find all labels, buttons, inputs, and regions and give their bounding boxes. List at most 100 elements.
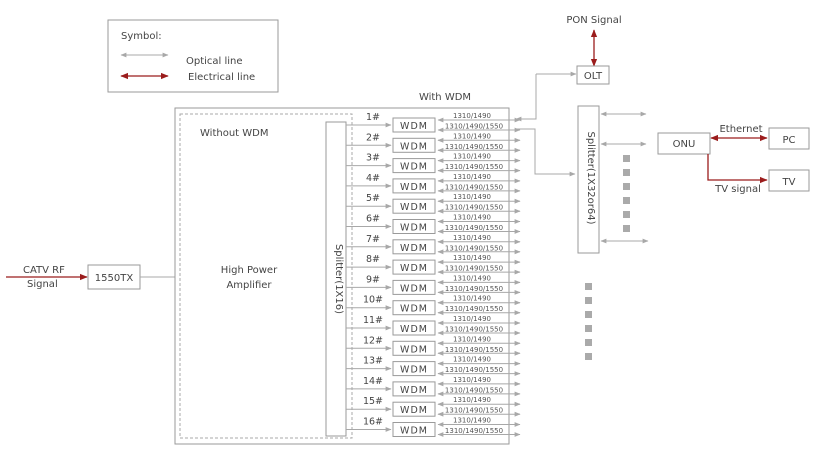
upper-wavelength-label: 1310/1490 [453, 234, 491, 242]
tx-1550-label: 1550TX [95, 273, 134, 284]
wdm-label: WDM [400, 202, 428, 213]
wdm-box [392, 178, 436, 194]
ellipsis-dot [585, 311, 592, 318]
upper-wavelength-label: 1310/1490 [453, 153, 491, 161]
legend-title: Symbol: [121, 31, 162, 42]
without-wdm-dashed-box [179, 113, 353, 439]
splitter-1x32-64-label: Splitter(1X32or64) [585, 131, 596, 224]
upper-wavelength-label: 1310/1490 [453, 376, 491, 384]
port-label: 12# [363, 335, 383, 346]
lower-wavelength-label: 1310/1490/1550 [445, 265, 503, 273]
wdm-label: WDM [400, 324, 428, 335]
wdm-box [392, 117, 436, 133]
olt-box [576, 65, 610, 85]
lower-wavelength-label: 1310/1490/1550 [445, 386, 503, 394]
pon-splitter-ellipsis [623, 155, 630, 232]
port-row: 4# WDM 1310/1490 1310/1490/1550 [346, 173, 521, 194]
port-label: 7# [366, 234, 380, 245]
electrical-line-label: Electrical line [188, 72, 255, 83]
ellipsis-dot [623, 169, 630, 176]
port-label: 15# [363, 396, 383, 407]
port-label: 11# [363, 315, 383, 326]
ellipsis-dot [585, 353, 592, 360]
ellipsis-dot [623, 155, 630, 162]
wdm-box [392, 320, 436, 336]
upper-wavelength-label: 1310/1490 [453, 274, 491, 282]
splitter-1x16-box [325, 121, 347, 437]
wdm-label: WDM [400, 344, 428, 355]
optical-line-label: Optical line [186, 56, 243, 67]
wdm-label: WDM [400, 121, 428, 132]
amplifier-label-line1: High Power [221, 265, 278, 276]
wdm-box [392, 381, 436, 397]
splitter-1x16-label: Splitter(1X16) [333, 244, 344, 314]
wdm-box [392, 137, 436, 153]
pon-splitter-section: Splitter(1X32or64) [577, 105, 649, 360]
onu-section: ONU Ethernet PC TV signal TV [657, 124, 810, 195]
olt-label: OLT [584, 71, 603, 82]
catv-rf-label-line1: CATV RF [23, 265, 65, 276]
ellipsis-dot [623, 197, 630, 204]
lower-ellipsis [585, 283, 592, 360]
ellipsis-dot [623, 183, 630, 190]
with-wdm-label: With WDM [419, 92, 471, 103]
wdm-label: WDM [400, 162, 428, 173]
port1-to-olt-line [515, 74, 537, 122]
pon-signal-label: PON Signal [566, 15, 621, 26]
lower-wavelength-label: 1310/1490/1550 [445, 407, 503, 415]
upper-wavelength-label: 1310/1490 [453, 254, 491, 262]
upper-wavelength-label: 1310/1490 [453, 295, 491, 303]
upper-wavelength-label: 1310/1490 [453, 356, 491, 364]
ellipsis-dot [623, 225, 630, 232]
onu-box [657, 132, 711, 155]
lower-wavelength-label: 1310/1490/1550 [445, 123, 503, 131]
wdm-box [392, 279, 436, 295]
port-label: 13# [363, 356, 383, 367]
onu-label: ONU [673, 139, 696, 150]
wdm-box [392, 340, 436, 356]
port-label: 6# [366, 214, 380, 225]
ethernet-label: Ethernet [719, 124, 762, 135]
port1-to-pon-splitter-line [516, 128, 576, 177]
ellipsis-dot [585, 339, 592, 346]
lower-wavelength-label: 1310/1490/1550 [445, 285, 503, 293]
wdm-label: WDM [400, 405, 428, 416]
port-label: 4# [366, 173, 380, 184]
wdm-label: WDM [400, 304, 428, 315]
tx-1550-box [87, 264, 141, 290]
wdm-box [392, 219, 436, 234]
upper-wavelength-label: 1310/1490 [453, 132, 491, 140]
tv-signal-electrical-arrow [707, 154, 768, 184]
port-label: 9# [366, 274, 380, 285]
wdm-box [392, 158, 436, 174]
upper-wavelength-label: 1310/1490 [453, 417, 491, 425]
tv-signal-label: TV signal [714, 184, 761, 195]
wdm-label: WDM [400, 263, 428, 274]
wdm-box [392, 300, 436, 316]
upper-wavelength-label: 1310/1490 [453, 173, 491, 181]
lower-wavelength-label: 1310/1490/1550 [445, 326, 503, 334]
upper-wavelength-label: 1310/1490 [453, 396, 491, 404]
port-row: 8# WDM 1310/1490 1310/1490/1550 [346, 254, 521, 275]
lower-wavelength-label: 1310/1490/1550 [445, 427, 503, 435]
port-label: 8# [366, 254, 380, 265]
wdm-box [392, 361, 436, 377]
wdm-label: WDM [400, 283, 428, 294]
olt-section: PON Signal OLT [515, 15, 622, 177]
wdm-label: WDM [400, 141, 428, 152]
port-label: 1# [366, 112, 380, 123]
wdm-label: WDM [400, 243, 428, 254]
upper-wavelength-label: 1310/1490 [453, 112, 491, 120]
amplifier-label-line2: Amplifier [226, 280, 272, 291]
lower-wavelength-label: 1310/1490/1550 [445, 183, 503, 191]
wdm-label: WDM [400, 182, 428, 193]
wdm-label: WDM [400, 365, 428, 376]
